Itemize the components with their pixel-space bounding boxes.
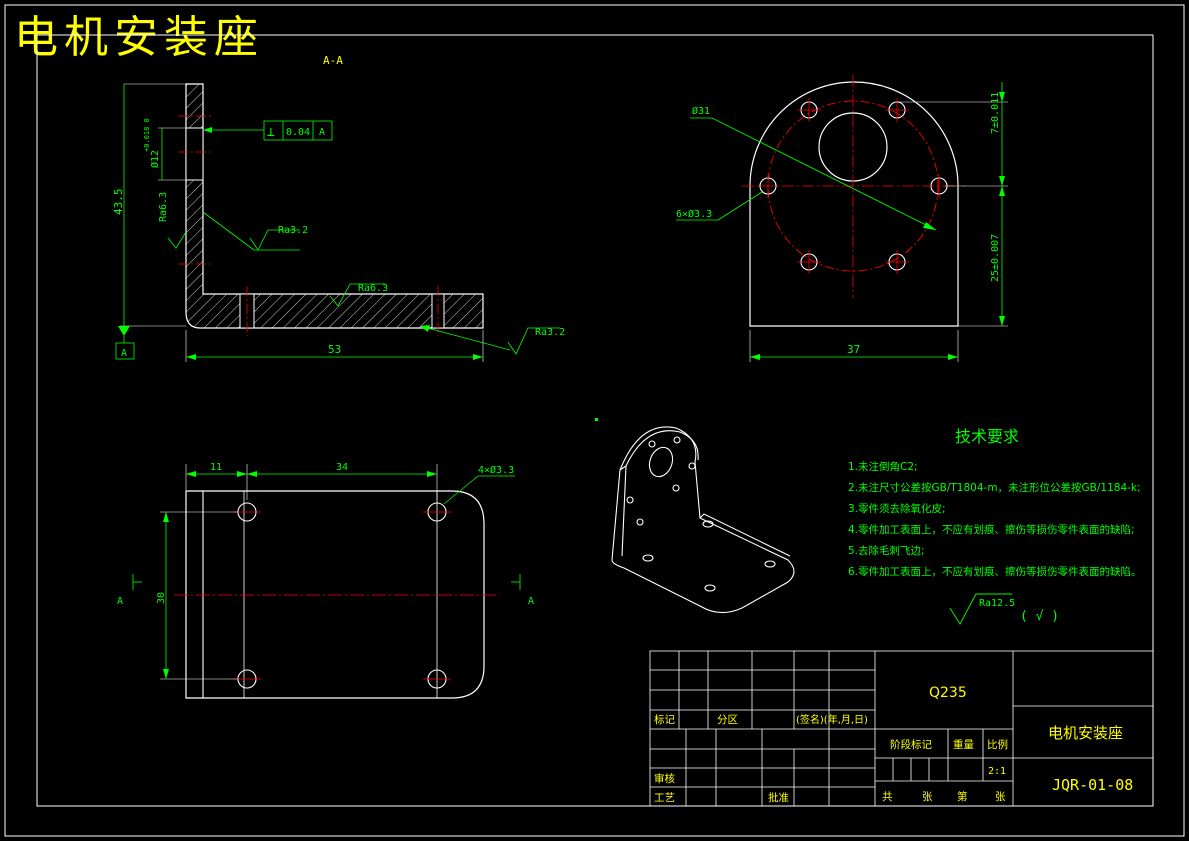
dim-11: 11 <box>210 462 222 473</box>
tb-stage-mark: 阶段标记 <box>890 738 932 751</box>
perp-datum: A <box>319 127 325 138</box>
rough-4: Ra3.2 <box>535 327 565 338</box>
datum-a: A <box>121 348 127 359</box>
tb-scale-value: 2:1 <box>988 766 1006 777</box>
rough-3: Ra6.3 <box>358 283 388 294</box>
rough-1: Ra6.3 <box>158 192 169 222</box>
section-a-right: A <box>528 596 534 607</box>
tb-sheet: 张 <box>995 791 1006 803</box>
front-view: Ø31 6×Ø3.3 7±0.011 25±0.007 37 <box>676 75 1008 362</box>
top-view: 11 34 4×Ø3.3 30 A A <box>117 462 534 699</box>
drawing-title: 电机安装座 <box>14 12 264 63</box>
tb-mark: 标记 <box>654 714 675 726</box>
holes-label: 6×Ø3.3 <box>676 208 712 220</box>
requirements-heading: 技术要求 <box>955 427 1019 446</box>
requirement-2: 2.未注尺寸公差按GB/T1804-m，未注形位公差按GB/1184-k; <box>848 481 1141 494</box>
tb-scale: 比例 <box>987 738 1008 751</box>
title-block-text: Q235 电机安装座 JQR-01-08 标记 分区 (签名)(年,月,日) 审… <box>654 685 1133 804</box>
requirement-1: 1.未注倒角C2; <box>848 460 918 473</box>
holes-label-top: 4×Ø3.3 <box>478 464 514 476</box>
plate-outline <box>749 81 959 327</box>
isometric-view <box>611 426 795 614</box>
tb-review: 审核 <box>654 772 675 785</box>
tb-sign-date: (签名)(年,月,日) <box>796 713 868 726</box>
requirement-4: 4.零件加工表面上，不应有划痕、擦伤等损伤零件表面的缺陷; <box>848 523 1135 536</box>
tb-process: 工艺 <box>654 792 675 804</box>
dim-30: 30 <box>156 592 167 604</box>
rough-general: Ra12.5 <box>979 598 1015 609</box>
outer-frame <box>4 4 1185 837</box>
tb-weight: 重量 <box>953 738 974 751</box>
dim-mid: 25±0.007 <box>990 234 1001 282</box>
dia-label: Ø31 <box>692 105 710 117</box>
dim-hole: Ø12 <box>149 150 161 168</box>
dim-34: 34 <box>336 462 348 473</box>
requirement-3: 3.零件须去除氧化皮; <box>848 502 946 515</box>
section-label: A-A <box>323 54 343 67</box>
dim-width: 53 <box>328 343 341 356</box>
tb-total: 共 <box>882 791 893 803</box>
tb-sheets: 张 <box>922 791 933 803</box>
title-block <box>649 650 1154 807</box>
rough-paren: ( √ ) <box>1020 609 1059 624</box>
requirement-5: 5.去除毛刺飞边; <box>848 544 925 557</box>
drawing-no: JQR-01-08 <box>1052 776 1133 794</box>
perp-symbol: ⊥ <box>267 125 275 140</box>
tb-page-no: 第 <box>957 790 968 803</box>
dim-hole-tol: +0.018 0 <box>143 118 151 152</box>
inner-frame <box>36 34 1154 807</box>
tb-zone: 分区 <box>717 714 738 726</box>
dim-top: 7±0.011 <box>990 92 1001 134</box>
section-a-left: A <box>117 596 123 607</box>
part-name: 电机安装座 <box>1048 724 1123 742</box>
hole-section <box>185 127 204 181</box>
rough-2: Ra3.2 <box>278 225 308 236</box>
plate-top <box>185 490 485 699</box>
dim-width-front: 37 <box>847 343 860 356</box>
material: Q235 <box>929 685 967 701</box>
perp-value: 0.04 <box>286 127 310 138</box>
l-profile <box>185 83 484 329</box>
dim-height: 43.5 <box>112 189 125 216</box>
requirements: 技术要求 1.未注倒角C2; 2.未注尺寸公差按GB/T1804-m，未注形位公… <box>848 427 1142 625</box>
side-view: 43.5 A Ø12 +0.018 0 ⊥ 0.04 A Ra6.3 Ra3.2… <box>112 83 565 362</box>
requirement-6: 6.零件加工表面上，不应有划痕、擦伤等损伤零件表面的缺陷。 <box>848 565 1142 578</box>
tb-approve: 批准 <box>768 791 789 804</box>
